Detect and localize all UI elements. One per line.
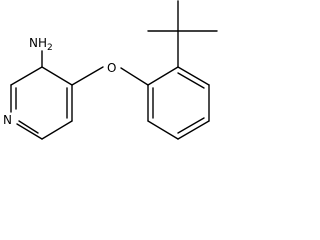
bond: [147, 66, 179, 86]
amine-label: NH2: [29, 36, 53, 53]
molecule-canvas: NH2 O N: [0, 0, 224, 166]
ether-bond-right: [120, 67, 149, 86]
phenyl-ring: [147, 66, 210, 140]
bond: [41, 120, 73, 140]
bond: [18, 120, 39, 134]
nitrogen-label: N: [3, 113, 12, 127]
oxygen-label: O: [107, 61, 116, 75]
bond: [177, 66, 210, 86]
bond: [147, 120, 179, 140]
bond: [10, 66, 43, 86]
bond: [177, 120, 210, 140]
pyridine-ring: [10, 66, 73, 140]
bond: [177, 72, 205, 89]
bond: [16, 123, 43, 140]
molecule-drawing: NH2 O N: [3, 0, 218, 140]
tert-butyl-group: [147, 0, 218, 68]
bond: [41, 66, 73, 86]
bond: [177, 117, 205, 134]
ether-bond-left: [71, 66, 104, 86]
